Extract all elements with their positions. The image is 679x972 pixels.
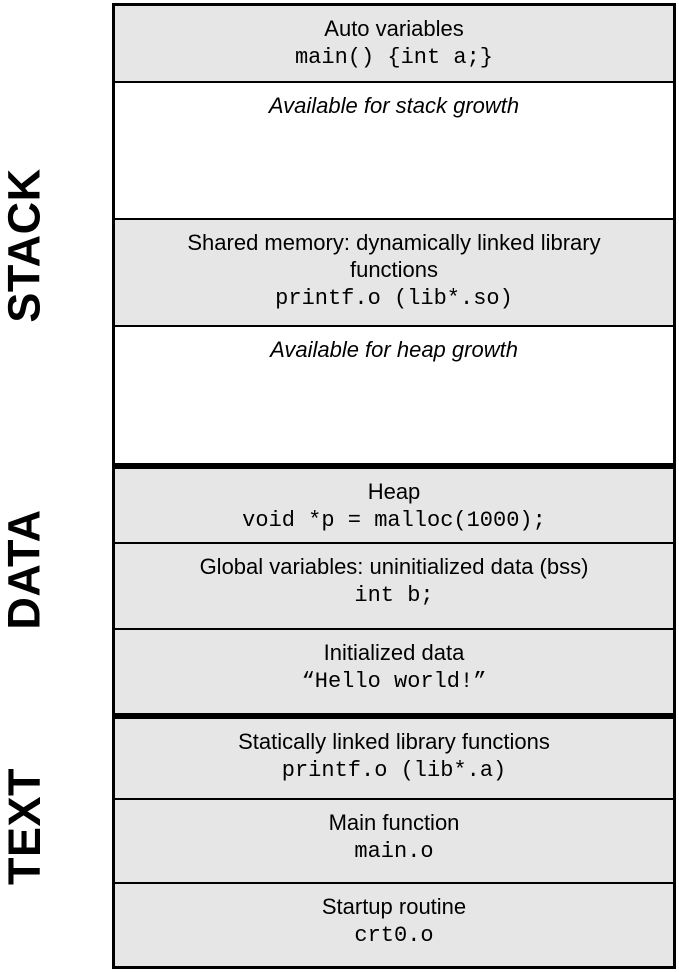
section-shared-memory: Shared memory: dynamically linked librar…	[115, 218, 673, 325]
section-static-lib: Statically linked library functions prin…	[115, 713, 673, 798]
section-title: Global variables: uninitialized data (bs…	[199, 554, 589, 579]
section-heap-growth: Available for heap growth	[115, 325, 673, 463]
data-segment-label-area: DATA	[0, 462, 50, 676]
section-title: Startup routine	[321, 894, 467, 919]
section-initialized-data: Initialized data “Hello world!”	[115, 628, 673, 713]
section-heap: Heap void *p = malloc(1000);	[115, 463, 673, 542]
section-auto-variables: Auto variables main() {int a;}	[115, 6, 673, 81]
section-title: Main function	[328, 810, 460, 835]
section-code: printf.o (lib*.so)	[275, 286, 513, 311]
stack-segment-label-area: STACK	[0, 4, 50, 486]
section-title: Initialized data	[323, 640, 465, 665]
section-title: Auto variables	[324, 16, 464, 41]
section-stack-growth: Available for stack growth	[115, 81, 673, 218]
section-title: Statically linked library functions	[238, 729, 550, 754]
section-title: Heap	[367, 479, 421, 504]
section-main-function: Main function main.o	[115, 798, 673, 882]
section-note: Available for heap growth	[270, 337, 518, 362]
section-note: Available for stack growth	[268, 93, 520, 118]
stack-segment-label: STACK	[0, 167, 50, 323]
section-code: printf.o (lib*.a)	[281, 758, 507, 783]
text-segment-label: TEXT	[0, 767, 50, 885]
text-segment-label-area: TEXT	[0, 714, 50, 938]
section-bss: Global variables: uninitialized data (bs…	[115, 542, 673, 628]
section-startup-routine: Startup routine crt0.o	[115, 882, 673, 966]
memory-map-box: Auto variables main() {int a;} Available…	[112, 3, 676, 969]
section-title: Shared memory: dynamically linked librar…	[187, 230, 601, 282]
section-code: “Hello world!”	[301, 669, 487, 694]
section-code: main() {int a;}	[294, 45, 494, 70]
section-code: crt0.o	[354, 923, 434, 948]
section-code: int b;	[354, 583, 434, 608]
section-code: main.o	[354, 839, 434, 864]
section-code: void *p = malloc(1000);	[242, 508, 546, 533]
data-segment-label: DATA	[0, 508, 50, 630]
